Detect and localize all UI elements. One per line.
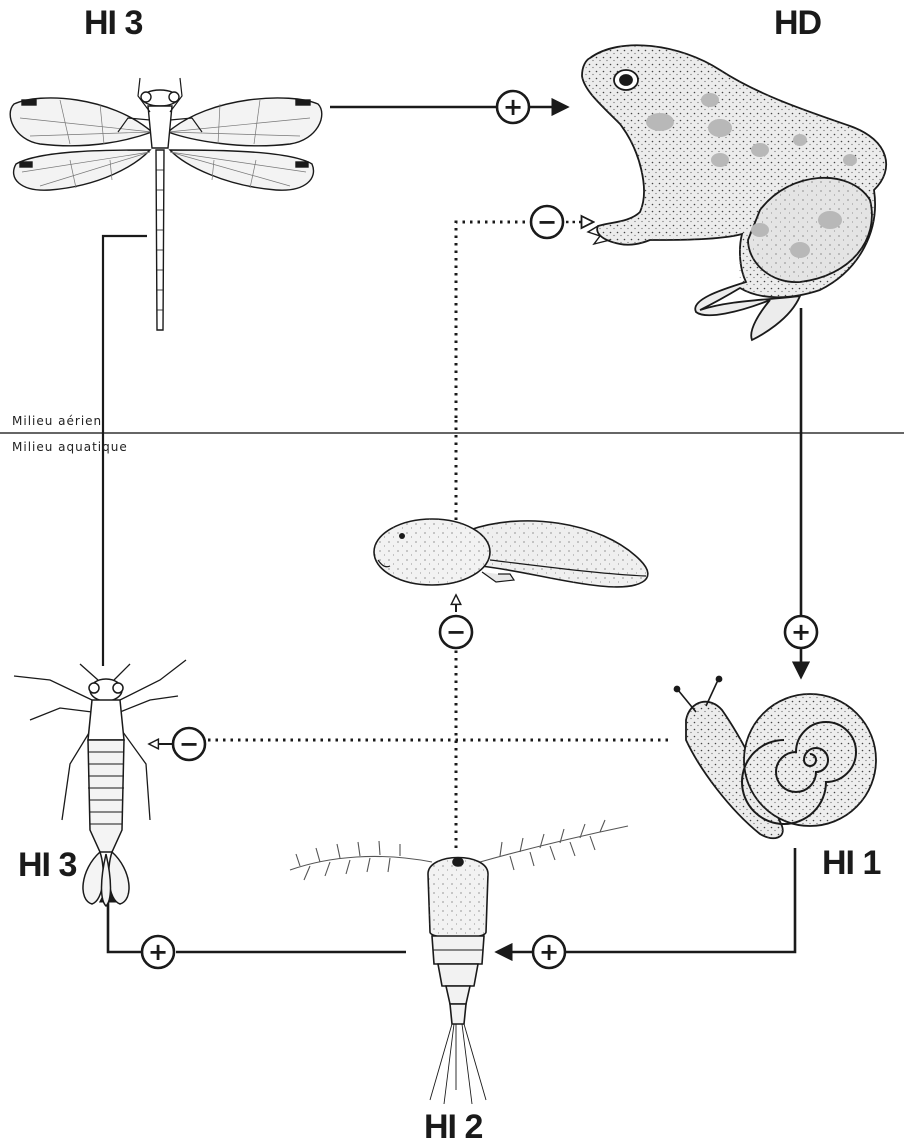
svg-text:−: − bbox=[537, 208, 557, 236]
svg-text:+: + bbox=[791, 618, 811, 646]
frog-icon bbox=[582, 45, 886, 340]
svg-text:−: − bbox=[179, 730, 199, 758]
plus-sign-snail: + bbox=[785, 616, 817, 648]
svg-text:+: + bbox=[148, 938, 168, 966]
svg-text:+: + bbox=[539, 938, 559, 966]
minus-sign-frog: − bbox=[531, 206, 563, 238]
plus-sign-nymph: + bbox=[142, 936, 174, 968]
label-hd: HD bbox=[774, 6, 821, 40]
snail-icon bbox=[675, 677, 877, 839]
copepod-icon bbox=[290, 820, 628, 1104]
label-hi3-top: HI 3 bbox=[84, 6, 142, 40]
open-arrowheads bbox=[150, 222, 592, 744]
label-hi3-bottom: HI 3 bbox=[18, 848, 76, 882]
label-milieu-aerien: Milieu aérien bbox=[12, 414, 102, 428]
svg-text:−: − bbox=[446, 618, 466, 646]
dragonfly-icon bbox=[10, 78, 322, 330]
label-hi1: HI 1 bbox=[822, 846, 880, 880]
minus-sign-tadpole: − bbox=[440, 616, 472, 648]
label-milieu-aquatique: Milieu aquatique bbox=[12, 440, 128, 454]
svg-text:+: + bbox=[503, 93, 523, 121]
plus-sign-top: + bbox=[497, 91, 529, 123]
minus-sign-nymph: − bbox=[173, 728, 205, 760]
label-hi2: HI 2 bbox=[424, 1110, 482, 1144]
plus-sign-copepod: + bbox=[533, 936, 565, 968]
tadpole-icon bbox=[374, 519, 648, 587]
